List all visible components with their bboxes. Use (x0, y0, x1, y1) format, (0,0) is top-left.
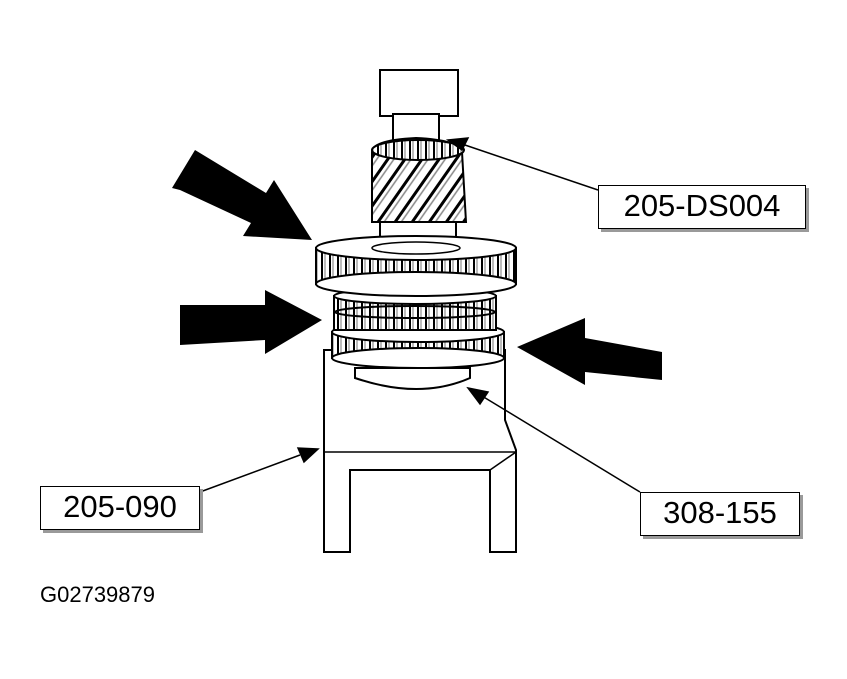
callout-205-DS004: 205-DS004 (598, 185, 806, 229)
arrow-middle-left (180, 290, 322, 354)
arrow-right (517, 318, 662, 385)
press-shaft (379, 69, 459, 145)
arrow-upper-left (172, 150, 312, 240)
helical-pinion-gear (371, 136, 468, 249)
force-arrows (172, 150, 662, 385)
callout-308-155: 308-155 (640, 492, 800, 536)
figure-id: G02739879 (40, 582, 155, 607)
callout-205-090: 205-090 (40, 486, 200, 530)
upper-gear (315, 235, 517, 297)
fixture-base (323, 349, 517, 553)
support-ring (354, 367, 471, 390)
leader-lines (199, 137, 641, 493)
